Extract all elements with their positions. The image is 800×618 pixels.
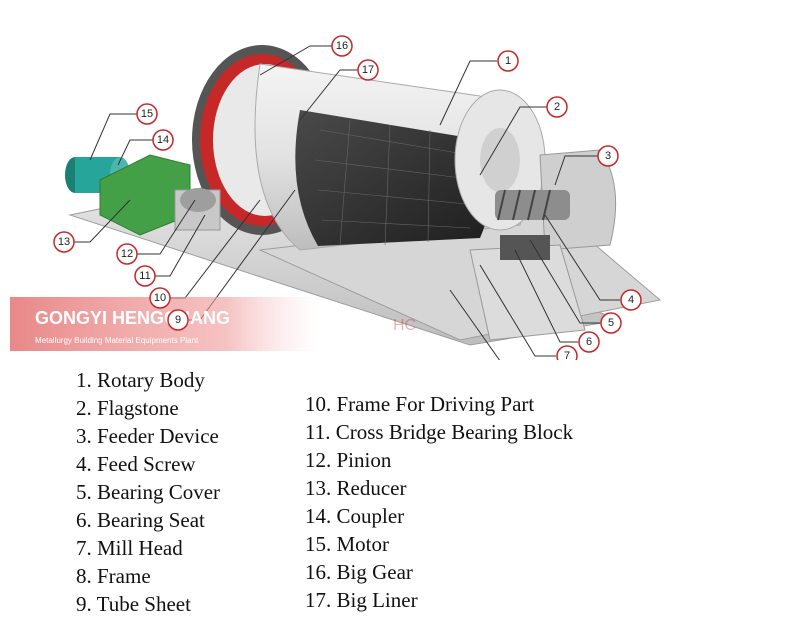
legend-item: 9. Tube Sheet (76, 592, 191, 616)
callout-circle-6 (578, 331, 600, 353)
legend-item: 17. Big Liner (305, 588, 418, 612)
callout-label-15: 15 (141, 108, 153, 120)
watermark-tagline: Metallurgy Building Material Equipments … (35, 336, 199, 345)
callout-label-10: 10 (154, 292, 166, 304)
callout-circle-4 (620, 289, 642, 311)
callout-circle-11 (134, 265, 156, 287)
legend-item: 2. Flagstone (76, 396, 179, 420)
feed-screw (497, 189, 551, 221)
callout-circle-9 (167, 309, 189, 331)
legend-item: 16. Big Gear (305, 560, 413, 584)
legend-item: 12. Pinion (305, 448, 392, 472)
callout-label-2: 2 (554, 101, 560, 113)
watermark-company: GONGYI HENGCHANG (35, 308, 230, 328)
callout-label-9: 9 (175, 314, 181, 326)
callout-circle-5 (600, 312, 622, 334)
legend-item: 4. Feed Screw (76, 452, 196, 476)
callout-label-7: 7 (564, 350, 570, 360)
callout-circle-10 (149, 287, 171, 309)
callout-circle-2 (546, 96, 568, 118)
callout-circle-13 (53, 231, 75, 253)
callout-label-14: 14 (157, 134, 169, 146)
legend-left: 1. Rotary Body 2. Flagstone 3. Feeder De… (76, 366, 220, 618)
callout-label-17: 17 (362, 64, 374, 76)
callout-circle-12 (116, 243, 138, 265)
callout-circle-3 (597, 145, 619, 167)
callout-label-1: 1 (505, 55, 511, 67)
callout-circle-15 (136, 103, 158, 125)
callout-label-4: 4 (628, 294, 634, 306)
legend-item: 5. Bearing Cover (76, 480, 221, 504)
callout-label-5: 5 (608, 317, 614, 329)
legend-item: 6. Bearing Seat (76, 508, 205, 532)
legend-item: 1. Rotary Body (76, 368, 205, 392)
callout-label-3: 3 (605, 150, 611, 162)
watermark-mark: HC (393, 317, 416, 334)
legend-item: 8. Frame (76, 564, 151, 588)
legend-item: 13. Reducer (305, 476, 407, 500)
liner-pattern (314, 119, 479, 246)
legend-item: 14. Coupler (305, 504, 405, 528)
callout-label-6: 6 (586, 336, 592, 348)
legend-item: 7. Mill Head (76, 536, 183, 560)
callout-circle-1 (497, 50, 519, 72)
callout-circle-14 (152, 129, 174, 151)
ball-mill-diagram: GONGYI HENGCHANG Metallurgy Building Mat… (10, 35, 662, 360)
legend-item: 11. Cross Bridge Bearing Block (305, 420, 574, 444)
callout-circle-7 (556, 345, 578, 360)
callout-label-11: 11 (139, 270, 150, 282)
callout-label-12: 12 (121, 248, 133, 260)
callout-label-13: 13 (58, 236, 70, 248)
legend-item: 15. Motor (305, 532, 389, 556)
legend-right: 10. Frame For Driving Part 11. Cross Bri… (305, 390, 573, 614)
legend-item: 10. Frame For Driving Part (305, 392, 535, 416)
pinion-bearing (174, 188, 221, 231)
callout-label-16: 16 (336, 40, 348, 52)
callout-group: 1234567891011121314151617 (53, 35, 642, 360)
callout-circle-16 (331, 35, 353, 57)
legend-item: 3. Feeder Device (76, 424, 219, 448)
bearing-seat (469, 235, 586, 341)
callout-circle-17 (357, 59, 379, 81)
